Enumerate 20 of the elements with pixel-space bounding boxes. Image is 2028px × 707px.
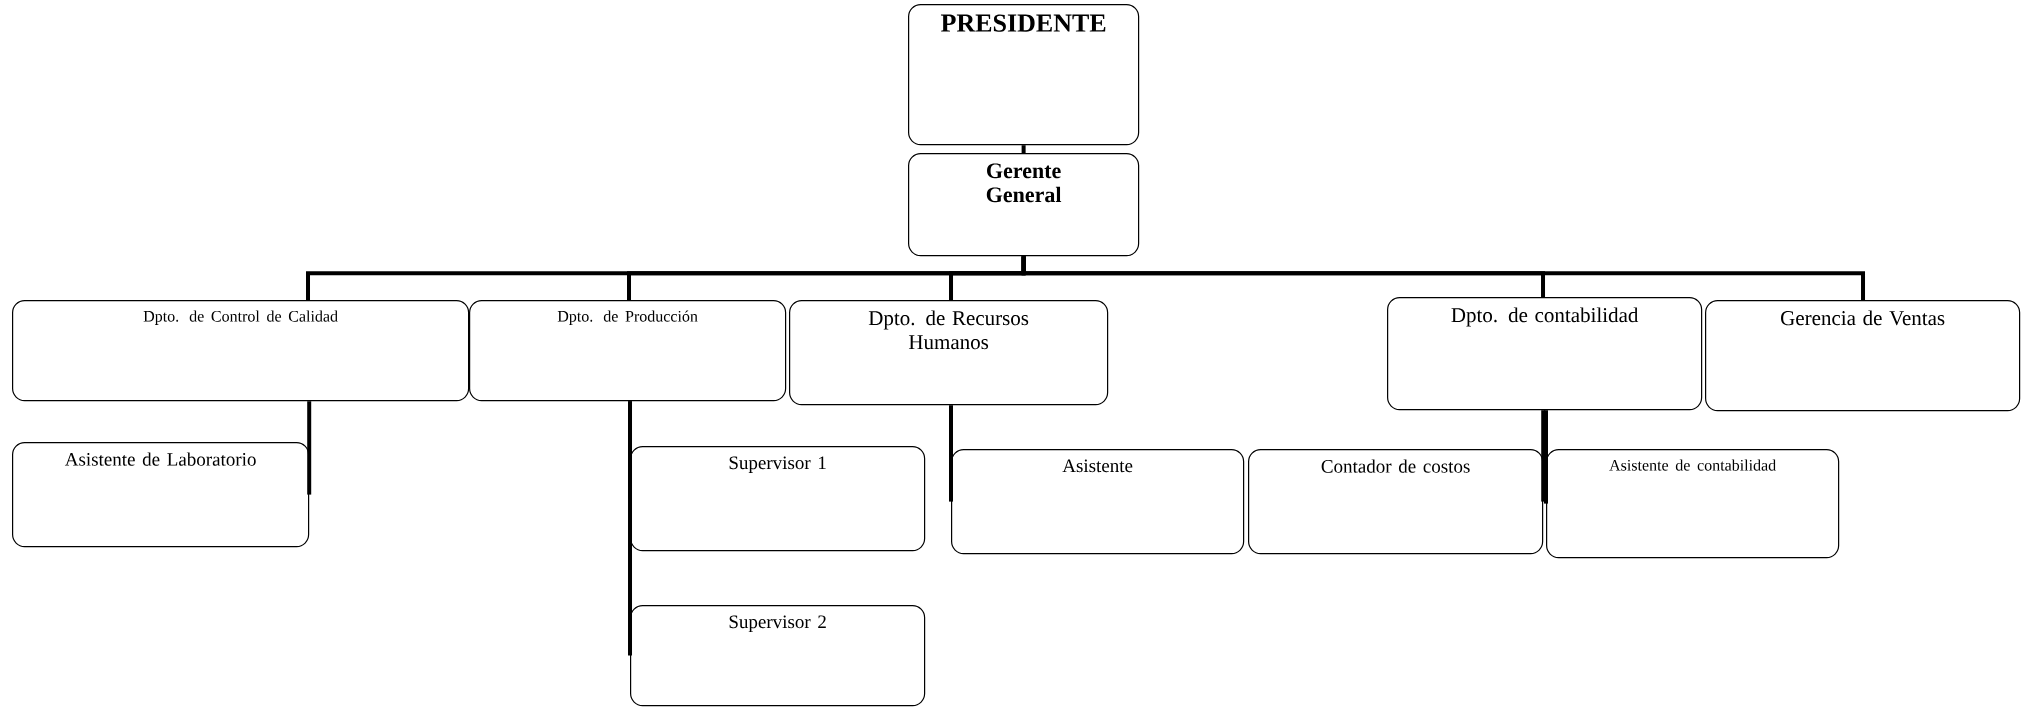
org-box: Asistente de contabilidad	[1546, 449, 1840, 559]
org-box: Dpto. de Producción	[469, 300, 787, 402]
org-box: Gerente General	[908, 153, 1140, 257]
connector-line	[1021, 145, 1026, 153]
connector-line	[1021, 256, 1865, 300]
org-box: Supervisor 2	[630, 605, 926, 707]
org-box: Dpto. de Recursos Humanos	[789, 300, 1109, 406]
org-box: Contador de costos	[1248, 449, 1544, 555]
org-box: Dpto. de contabilidad	[1387, 297, 1703, 411]
org-box: Dpto. de Control de Calidad	[12, 300, 470, 402]
connector-line	[307, 401, 312, 495]
connector-line	[1541, 410, 1546, 502]
org-box: Asistente	[951, 449, 1245, 555]
org-box: Asistente de Laboratorio	[12, 442, 310, 548]
org-box: Gerencia de Ventas	[1705, 300, 2021, 412]
org-box: Supervisor 1	[630, 446, 926, 552]
org-box: PRESIDENTE	[908, 4, 1140, 146]
connector-line	[628, 401, 632, 656]
connector-line	[1544, 410, 1548, 504]
connector-line	[949, 405, 953, 502]
